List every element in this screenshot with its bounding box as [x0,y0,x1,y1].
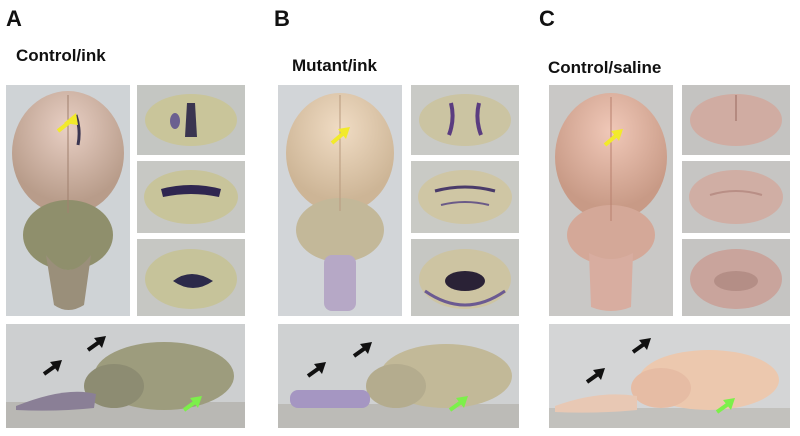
photo-a-section-3 [137,239,245,316]
photo-b-section-2 [411,161,519,233]
photo-b-lateral-brain [278,324,519,428]
black-arrow-icon-2 [86,336,106,352]
black-arrow-icon-b2 [352,342,372,358]
photo-b-section-3 [411,239,519,316]
green-arrow-icon-c [715,398,735,414]
photo-c-section-2 [682,161,790,233]
black-arrow-icon-1 [42,360,62,376]
photo-a-section-1 [137,85,245,155]
green-arrow-icon [182,396,202,412]
photo-a-section-2 [137,161,245,233]
photo-a-lateral-brain [6,324,245,428]
panel-letter-c: C [539,6,555,31]
photo-c-section-3 [682,239,790,316]
yellow-arrow-icon [56,113,78,133]
panel-letter-a: A [6,6,22,31]
panel-letter-b: B [274,6,290,31]
black-arrow-icon-b1 [306,362,326,378]
photo-a-dorsal-brain [6,85,130,316]
green-arrow-icon-b [448,396,468,412]
photo-c-section-1 [682,85,790,155]
black-arrow-icon-c1 [585,368,605,384]
yellow-arrow-icon-b [330,127,350,145]
photo-b-section-1 [411,85,519,155]
photo-c-lateral-brain [549,324,790,428]
panel-title-c: Control/saline [548,58,662,77]
yellow-arrow-icon-c [603,129,623,147]
panel-title-a: Control/ink [16,46,106,65]
photo-b-dorsal-brain [278,85,402,316]
panel-title-b: Mutant/ink [292,56,377,75]
black-arrow-icon-c2 [631,338,651,354]
photo-c-dorsal-brain [549,85,673,316]
